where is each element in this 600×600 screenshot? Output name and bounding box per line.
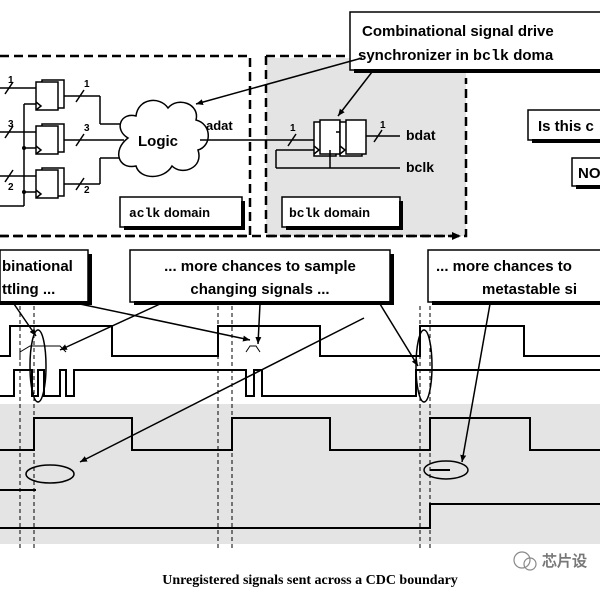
- callout-top: [349, 11, 600, 71]
- bus-in-1: 1: [8, 75, 14, 86]
- highlight-ellipses: [25, 329, 469, 484]
- figure-caption: Unregistered signals sent across a CDC b…: [162, 573, 458, 588]
- callout-no: [571, 157, 600, 187]
- bus-in-3: 3: [8, 119, 14, 130]
- callout-top-line1: Combinational signal drive: [362, 23, 554, 40]
- waveforms: [0, 325, 600, 529]
- aclk-output-buses: [64, 89, 126, 191]
- callout-no-text: NO: [578, 165, 600, 182]
- adat-label: adat: [206, 118, 233, 133]
- bus-out-1: 1: [84, 79, 90, 90]
- callout-right-line2: metastable si: [482, 281, 577, 298]
- callout-question-text: Is this c: [538, 118, 594, 135]
- bdat-label: bdat: [406, 127, 436, 143]
- callout-right-line1: ... more chances to: [436, 258, 572, 275]
- bclk-domain-label: bclk domain: [289, 205, 370, 221]
- callout-left-line2: ttling ...: [2, 281, 55, 298]
- aclk-input-buses: [0, 81, 36, 207]
- aclk-flip-flops: [35, 79, 65, 199]
- synchronizer-flip-flops: [313, 119, 367, 157]
- bclk-timing-region: [0, 404, 600, 544]
- aclk-domain-box: [0, 54, 252, 238]
- callout-middle: [129, 249, 391, 303]
- bus-out-2: 2: [84, 185, 90, 196]
- sync-out-width: 1: [380, 120, 386, 131]
- callout-top-line2: synchronizer in bclk doma: [358, 47, 554, 65]
- sync-in-width: 1: [290, 123, 296, 134]
- logic-label: Logic: [138, 133, 178, 150]
- bus-out-3: 3: [84, 123, 90, 134]
- callout-left: [0, 249, 89, 303]
- callout-left-line1: binational: [2, 258, 73, 275]
- watermark: 芯片设: [513, 551, 587, 571]
- bclk-label: bclk: [406, 159, 434, 175]
- logic-cloud: [118, 99, 209, 178]
- bus-in-2: 2: [8, 182, 14, 193]
- bclk-domain-label-box: [281, 196, 401, 228]
- callout-right: [427, 249, 600, 303]
- aclk-domain-label: aclk domain: [129, 205, 210, 221]
- callout-arrows: [13, 303, 491, 463]
- callout-middle-line2: changing signals ...: [190, 281, 329, 298]
- svg-text:芯片设: 芯片设: [542, 552, 587, 570]
- callout-middle-line1: ... more chances to sample: [164, 258, 356, 275]
